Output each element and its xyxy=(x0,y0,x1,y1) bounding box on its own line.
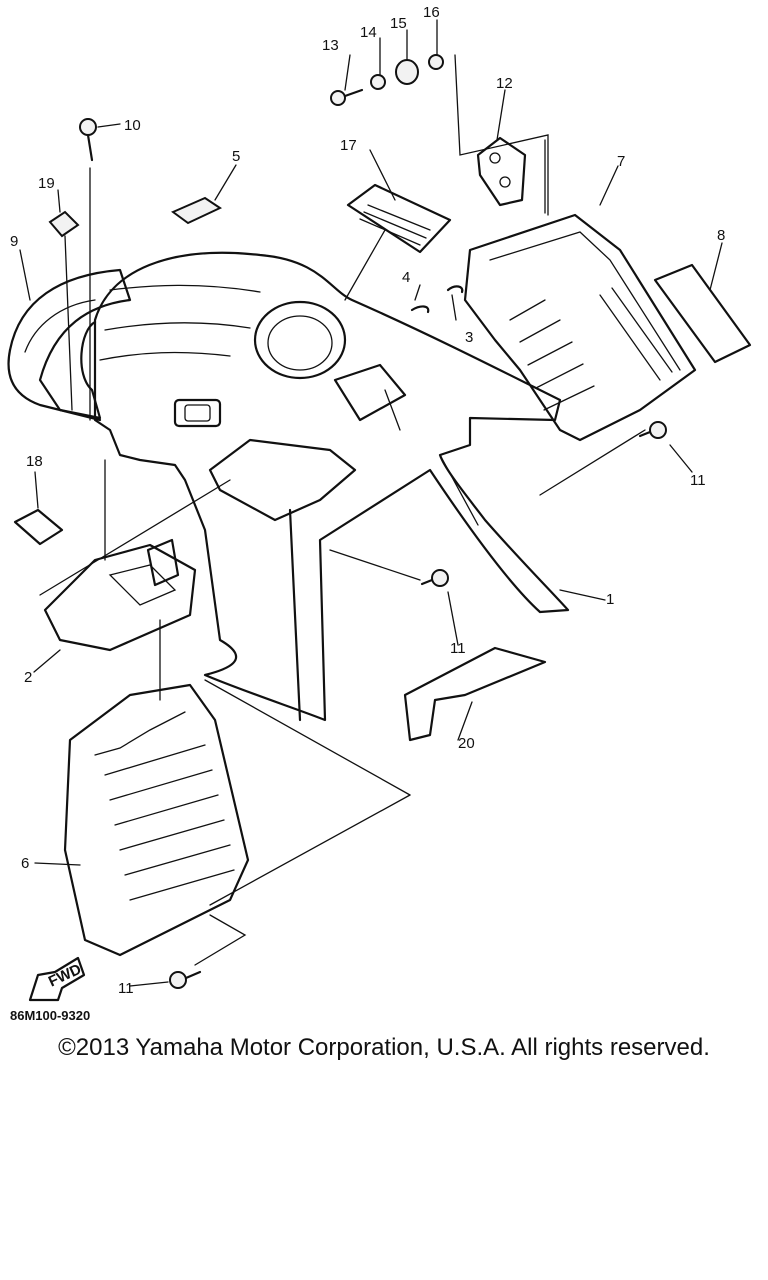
part-11-screw-lower xyxy=(169,970,202,989)
part-7-right-louver-panel xyxy=(463,213,697,442)
callout-11-middle: 11 xyxy=(450,640,466,657)
part-5-cap xyxy=(171,196,223,225)
callout-7: 7 xyxy=(617,153,625,170)
part-11-screw-middle xyxy=(420,569,449,587)
callout-3: 3 xyxy=(465,329,473,346)
part-20-pad xyxy=(403,646,547,742)
part-14-washer xyxy=(370,74,386,90)
callout-15: 15 xyxy=(390,15,407,32)
callout-19: 19 xyxy=(38,175,55,192)
callout-8: 8 xyxy=(717,227,725,244)
part-11-screw-right xyxy=(638,421,667,439)
copyright-notice: ©2013 Yamaha Motor Corporation, U.S.A. A… xyxy=(58,1034,710,1061)
part-1-front-cover xyxy=(93,251,570,722)
part-18-label xyxy=(13,508,64,546)
fwd-arrow-icon: FWD xyxy=(28,956,86,1002)
callout-2: 2 xyxy=(24,669,32,686)
callout-13: 13 xyxy=(322,37,339,54)
callout-9: 9 xyxy=(10,233,18,250)
part-17-plate xyxy=(346,183,452,254)
diagram-code: 86M100-9320 xyxy=(10,1008,91,1023)
part-16-collar xyxy=(428,54,444,70)
callout-17: 17 xyxy=(340,137,357,154)
part-8-pad xyxy=(653,263,752,364)
callout-14: 14 xyxy=(360,24,377,41)
part-15-grommet xyxy=(395,59,419,85)
part-3-clip xyxy=(446,285,464,294)
part-19-block xyxy=(48,210,80,238)
part-13-bolt xyxy=(330,88,364,106)
callout-11-lower: 11 xyxy=(118,980,134,997)
callout-12: 12 xyxy=(496,75,513,92)
part-2-small-cover xyxy=(43,538,197,652)
callout-10: 10 xyxy=(124,117,141,134)
parts-diagram: FWD 1 2 3 4 5 6 7 8 9 10 11 11 11 12 13 … xyxy=(7,4,752,1002)
callout-16: 16 xyxy=(423,4,440,21)
callout-18: 18 xyxy=(26,453,43,470)
part-10-screw xyxy=(79,118,97,162)
part-4-clip xyxy=(410,305,430,314)
callout-20: 20 xyxy=(458,735,475,752)
callout-6: 6 xyxy=(21,855,29,872)
callout-4: 4 xyxy=(402,269,410,286)
callout-11-right: 11 xyxy=(690,472,706,489)
part-6-lower-louver-panel xyxy=(63,683,250,957)
part-12-bracket xyxy=(476,136,527,207)
callout-5: 5 xyxy=(232,148,240,165)
part-9-side-panel xyxy=(7,268,132,422)
leader-lines xyxy=(19,19,723,987)
callout-1: 1 xyxy=(606,591,614,608)
